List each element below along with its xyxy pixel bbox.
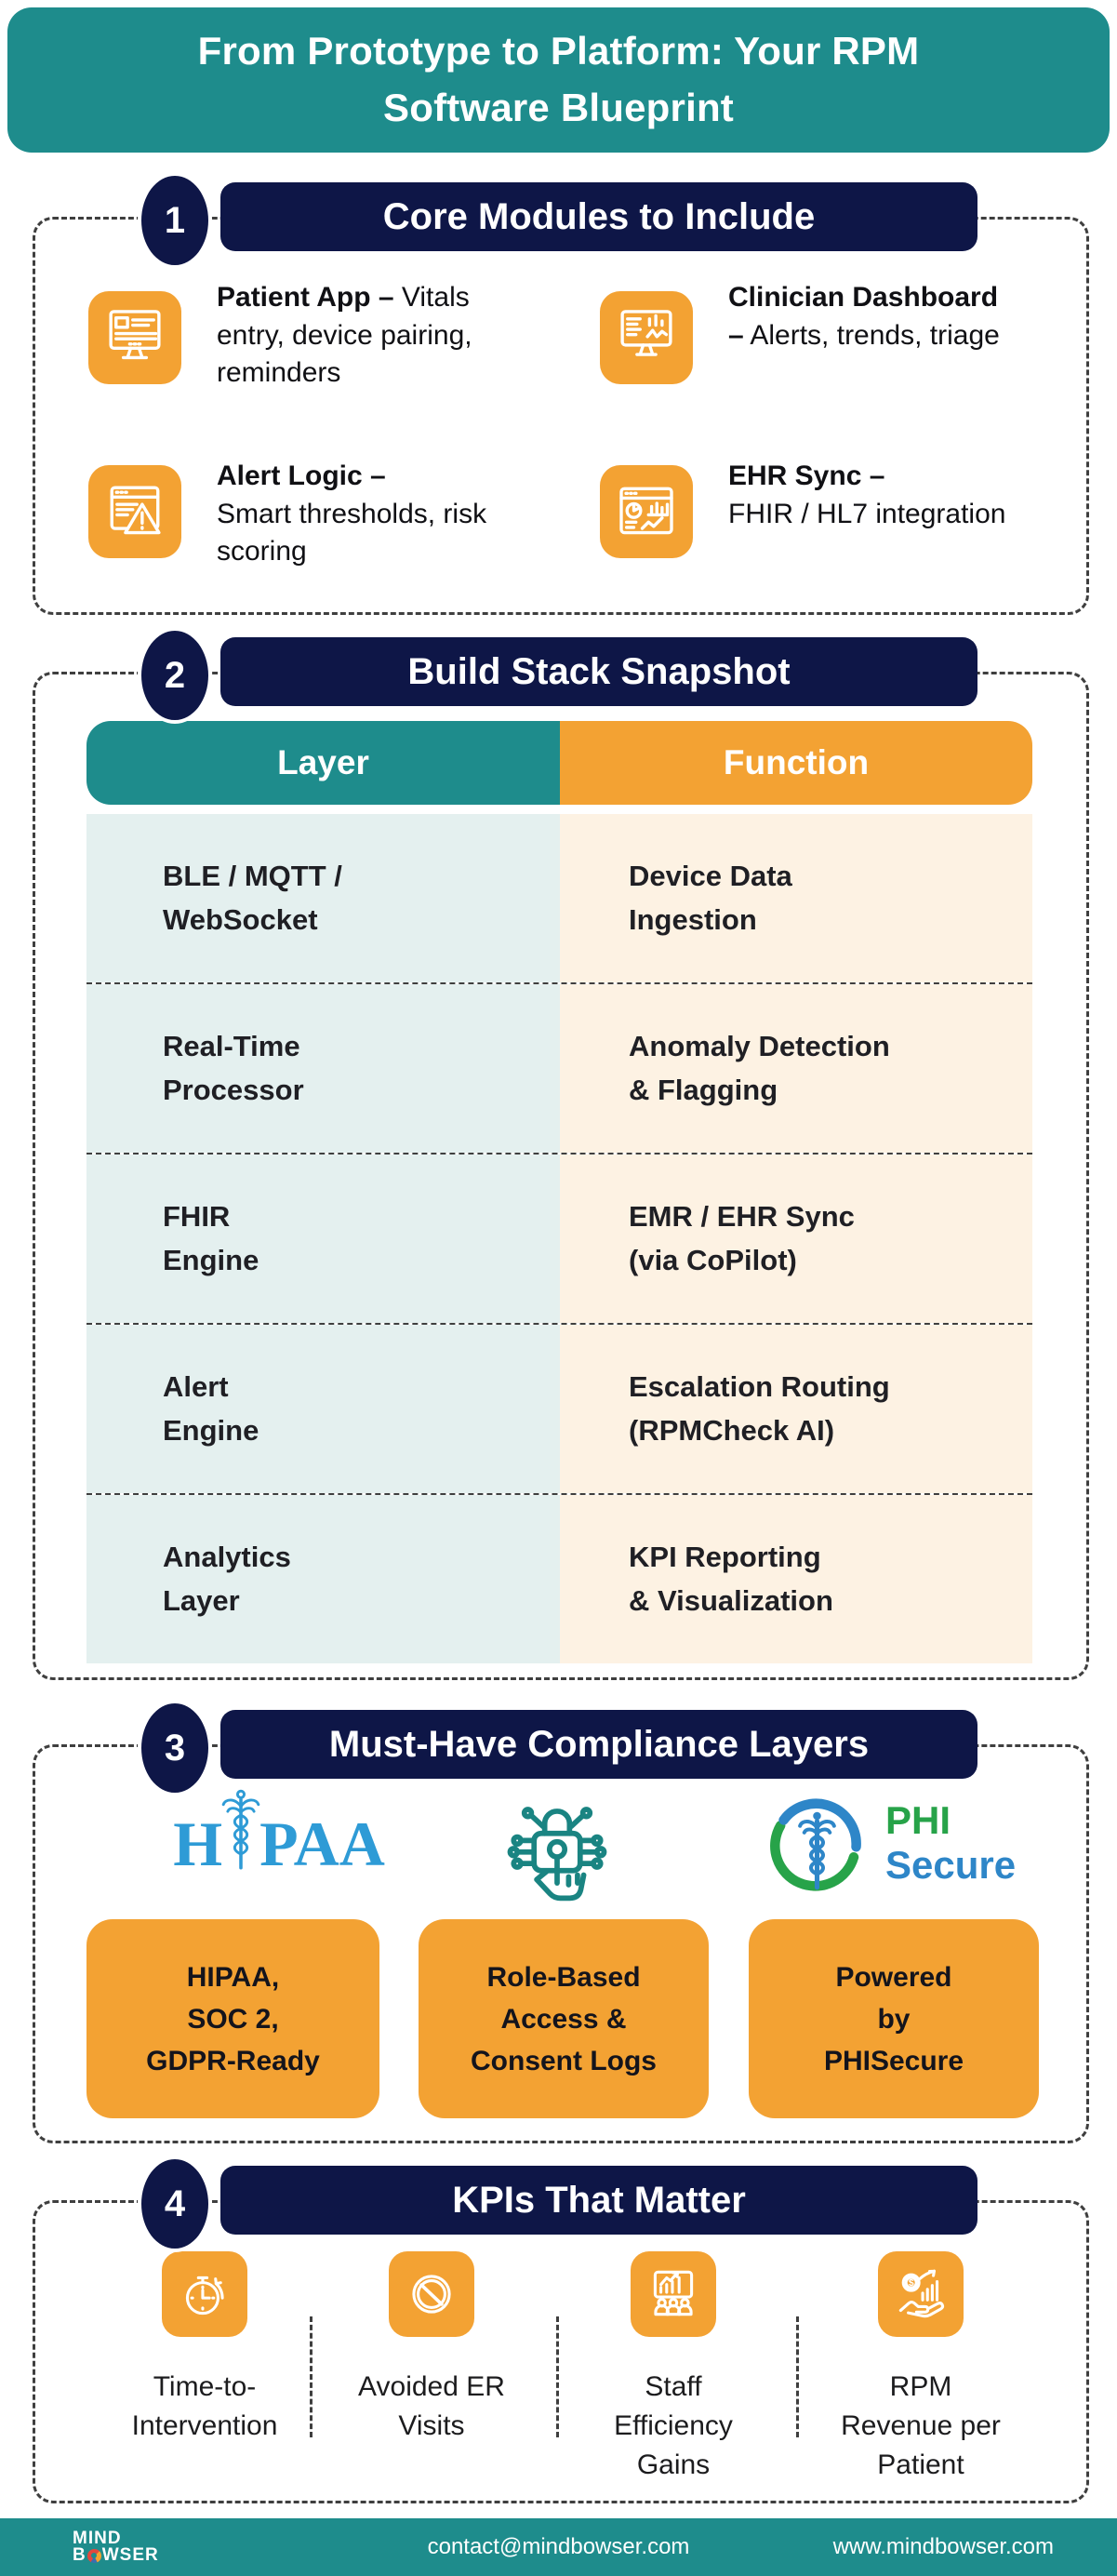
website-link[interactable]: www.mindbowser.com xyxy=(832,2534,1054,2559)
section-2-title: Build Stack Snapshot xyxy=(407,650,791,692)
section-1-number: 1 xyxy=(138,172,212,269)
rpm-revenue-icon: $ xyxy=(878,2251,964,2337)
kpi-divider xyxy=(310,2316,312,2437)
stack-table-header-function: Function xyxy=(560,721,1032,805)
section-4-title-bar: KPIs That Matter xyxy=(220,2166,977,2235)
section-1-title-bar: Core Modules to Include xyxy=(220,182,977,251)
module-item-ehr-sync: EHR Sync – FHIR / HL7 integration xyxy=(728,460,1006,529)
compliance-box-phisecure: Powered by PHISecure xyxy=(749,1919,1039,2118)
module-item-patient-app: Patient App – Vitals entry, device pairi… xyxy=(217,282,472,388)
mindbowser-o-icon xyxy=(86,2548,101,2563)
compliance-box-standards: HIPAA, SOC 2, GDPR-Ready xyxy=(86,1919,379,2118)
layer-cell: FHIR Engine xyxy=(86,1155,560,1323)
section-1-title: Core Modules to Include xyxy=(382,195,816,237)
patient-app-icon xyxy=(88,291,181,384)
section-3-number: 3 xyxy=(138,1700,212,1796)
kpi-label: Staff Efficiency Gains xyxy=(614,2371,733,2480)
kpi-label: Time-to- Intervention xyxy=(131,2371,278,2441)
module-item-clinician-dashboard: Clinician Dashboard – Alerts, trends, tr… xyxy=(728,282,1000,351)
avoided-er-visits-icon xyxy=(389,2251,474,2337)
function-cell: KPI Reporting & Visualization xyxy=(560,1495,1032,1663)
contact-email[interactable]: contact@mindbowser.com xyxy=(427,2534,690,2559)
staff-efficiency-icon xyxy=(631,2251,716,2337)
table-row: Real-Time Processor Anomaly Detection & … xyxy=(86,982,1032,1153)
kpi-divider xyxy=(796,2316,799,2437)
section-3-title: Must-Have Compliance Layers xyxy=(328,1723,870,1765)
table-row: Analytics Layer KPI Reporting & Visualiz… xyxy=(86,1493,1032,1663)
kpi-label: RPM Revenue per Patient xyxy=(841,2371,1001,2480)
table-row: Alert Engine Escalation Routing (RPMChec… xyxy=(86,1323,1032,1493)
stack-table-header: Layer Function xyxy=(86,721,1032,805)
function-cell: Device Data Ingestion xyxy=(560,814,1032,982)
function-cell: Escalation Routing (RPMCheck AI) xyxy=(560,1325,1032,1493)
kpi-divider xyxy=(556,2316,559,2437)
secure-access-icon xyxy=(500,1791,614,1909)
section-core-modules xyxy=(33,217,1089,615)
ehr-sync-icon xyxy=(600,465,693,558)
function-cell: EMR / EHR Sync (via CoPilot) xyxy=(560,1155,1032,1323)
section-2-title-bar: Build Stack Snapshot xyxy=(220,637,977,706)
table-row: BLE / MQTT / WebSocket Device Data Inges… xyxy=(86,814,1032,982)
phisecure-ring-icon xyxy=(770,1798,861,1891)
module-item-alert-logic: Alert Logic – Smart thresholds, risk sco… xyxy=(217,460,487,567)
header-banner: From Prototype to Platform: Your RPM Sof… xyxy=(7,7,1110,153)
stack-table: BLE / MQTT / WebSocket Device Data Inges… xyxy=(86,814,1032,1663)
layer-cell: Analytics Layer xyxy=(86,1495,560,1663)
page-title: From Prototype to Platform: Your RPM Sof… xyxy=(197,29,920,129)
layer-cell: Alert Engine xyxy=(86,1325,560,1493)
section-2-number: 2 xyxy=(138,627,212,724)
svg-text:$: $ xyxy=(909,2278,914,2289)
section-4-title: KPIs That Matter xyxy=(452,2179,746,2221)
alert-logic-icon xyxy=(88,465,181,558)
hipaa-logo: H PAA xyxy=(121,1779,437,1909)
kpi-label: Avoided ER Visits xyxy=(358,2371,505,2441)
layer-cell: BLE / MQTT / WebSocket xyxy=(86,814,560,982)
section-4-number: 4 xyxy=(138,2156,212,2252)
function-cell: Anomaly Detection & Flagging xyxy=(560,984,1032,1153)
phisecure-logo: PHI Secure xyxy=(761,1786,1016,1900)
compliance-box-access: Role-Based Access & Consent Logs xyxy=(419,1919,709,2118)
time-to-intervention-icon xyxy=(162,2251,247,2337)
section-3-title-bar: Must-Have Compliance Layers xyxy=(220,1710,977,1779)
clinician-dashboard-icon xyxy=(600,291,693,384)
stack-table-header-layer: Layer xyxy=(86,721,560,805)
caduceus-icon xyxy=(221,1789,260,1870)
layer-cell: Real-Time Processor xyxy=(86,984,560,1153)
table-row: FHIR Engine EMR / EHR Sync (via CoPilot) xyxy=(86,1153,1032,1323)
